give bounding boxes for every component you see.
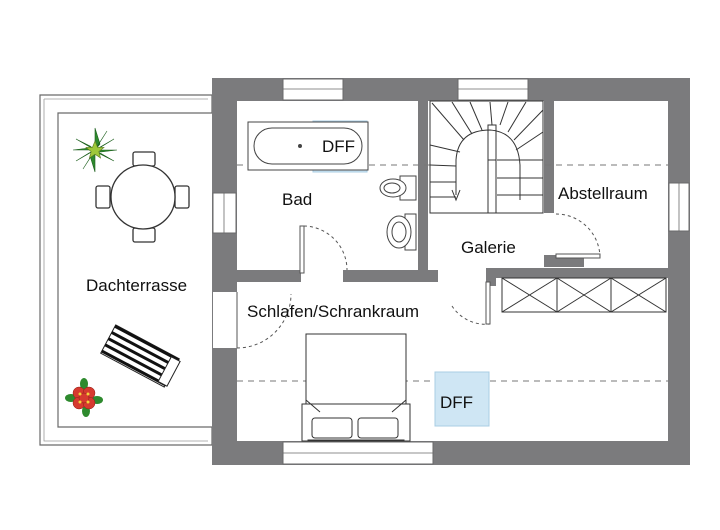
- room-label-abstellraum: Abstellraum: [558, 184, 648, 203]
- room-label-dachterrasse: Dachterrasse: [86, 276, 188, 295]
- double-bed: [301, 333, 411, 442]
- washbasin: [386, 213, 417, 251]
- room-label-bad: Bad: [282, 190, 313, 209]
- room-label-galerie: Galerie: [461, 238, 516, 257]
- plant-icon: [72, 127, 118, 173]
- toilet: [379, 175, 417, 201]
- doors: [236, 213, 601, 349]
- sun-lounger: [100, 324, 181, 388]
- skylight-label-bad: DFF: [322, 137, 356, 156]
- terrace-walls: [39, 94, 213, 446]
- skylight-schlafen: [434, 371, 490, 427]
- room-label-schlafen: Schlafen/Schrankraum: [247, 302, 419, 321]
- interior-walls: [237, 101, 668, 286]
- exterior-walls: [212, 78, 690, 465]
- staircase: [429, 100, 544, 214]
- bathtub: [247, 121, 369, 171]
- skylight-label-schlafen: DFF: [440, 393, 474, 412]
- wardrobe: [501, 277, 667, 313]
- terrace-table: [95, 151, 190, 243]
- flower-icon: [65, 378, 103, 417]
